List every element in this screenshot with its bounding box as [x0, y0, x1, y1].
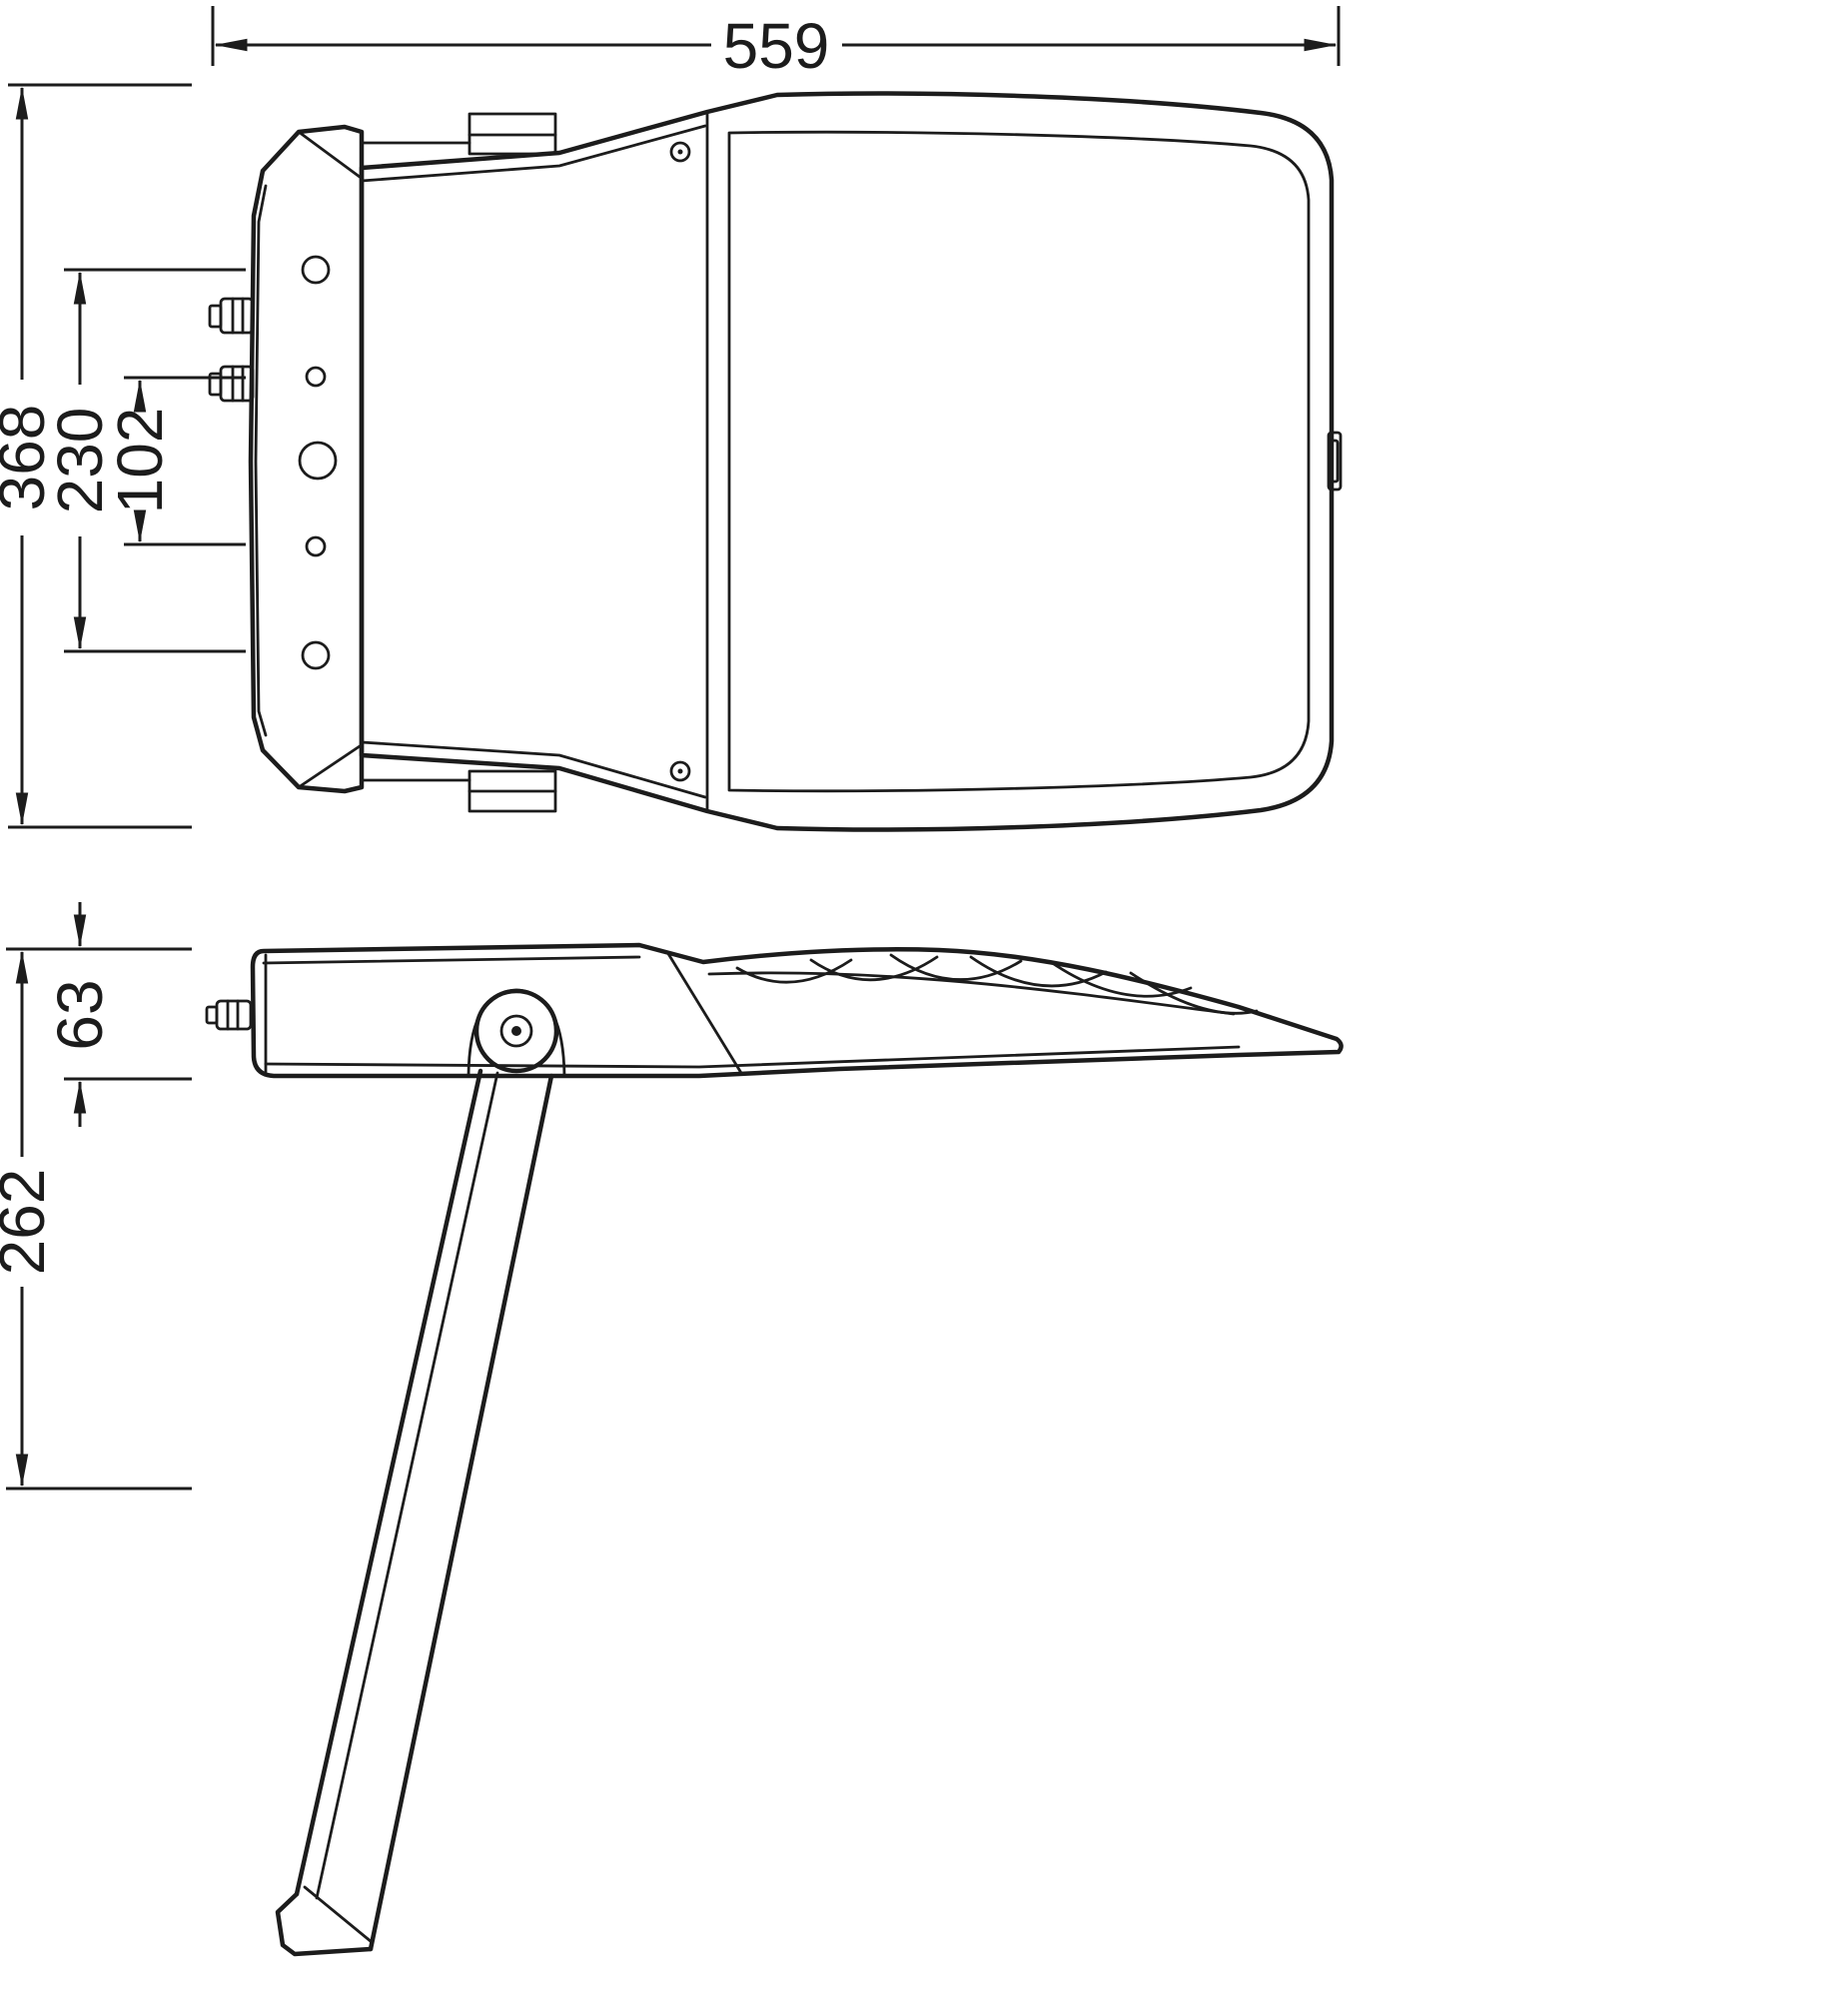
bottom-edge-inner-line	[360, 740, 707, 799]
mounting-tab-bottom	[467, 769, 557, 813]
dim-mounting-spacing-inner: 102	[104, 376, 246, 546]
dimension-label: 63	[44, 979, 116, 1050]
rib	[969, 955, 1108, 988]
side-body-outline	[250, 942, 1344, 1079]
gland-body	[219, 297, 255, 335]
dimension-label: 368	[0, 405, 58, 511]
foot-bend-line	[303, 1885, 374, 1944]
pivot-hinge	[466, 988, 566, 1078]
stand-foot	[275, 1891, 374, 1957]
mounting-bracket-plan	[248, 124, 365, 794]
dimension-label: 230	[44, 408, 116, 514]
dimension-label: 102	[104, 408, 176, 514]
rib	[735, 958, 853, 984]
mounting-tab-top	[467, 112, 557, 156]
body-outline	[359, 91, 1335, 832]
dim-overall-width: 559	[211, 6, 1341, 82]
mounting-holes	[298, 255, 338, 670]
dim-housing-depth: 63	[44, 902, 192, 1127]
mounting-hole	[301, 640, 331, 670]
mounting-hole	[298, 441, 338, 481]
mounting-hole	[305, 535, 327, 557]
side-top-inner-line	[262, 955, 641, 965]
cable-gland-side	[205, 999, 253, 1031]
pivot-inner-circle	[499, 1014, 533, 1048]
latch-inner	[1330, 439, 1340, 484]
dimension-label: 559	[723, 10, 830, 82]
mounting-hole	[301, 255, 331, 285]
pivot-center	[511, 1026, 521, 1036]
latch	[1327, 431, 1343, 492]
dim-mounting-spacing-outer: 230	[44, 268, 246, 653]
lens-under-line	[707, 971, 1236, 1016]
stand-arm	[275, 1068, 554, 1957]
gland-nipple	[208, 372, 223, 397]
lens-inner-outline	[727, 130, 1311, 793]
cable-gland-upper	[208, 297, 255, 335]
rib	[889, 953, 1023, 982]
side-bottom-inner-line	[264, 1045, 1241, 1069]
rib	[809, 955, 939, 982]
arm-upper-edge	[294, 1068, 483, 1897]
gland-nipple	[208, 304, 223, 329]
cable-gland-lower	[208, 365, 255, 403]
frame-seam-diagonal	[665, 950, 743, 1075]
screw-center	[677, 768, 683, 774]
dimensions: 559 368 230 102	[0, 6, 1341, 1491]
arm-lower-edge	[368, 1073, 554, 1952]
mounting-hole	[305, 366, 327, 388]
bracket-outline	[248, 124, 365, 794]
screw	[669, 141, 691, 163]
lens-ribs	[735, 953, 1259, 1015]
dim-overall-depth: 262	[0, 947, 192, 1491]
gland-facets	[226, 999, 240, 1031]
gland-facets	[231, 297, 245, 335]
rib	[1129, 971, 1259, 1015]
dim-overall-height: 368	[0, 83, 192, 829]
dimension-label: 262	[0, 1169, 58, 1276]
gland-body	[219, 365, 255, 403]
bracket-inner-edge	[254, 184, 268, 737]
arm-inner-line	[315, 1071, 499, 1900]
housing-plan	[359, 91, 1335, 832]
top-view	[208, 91, 1343, 832]
screws	[669, 141, 691, 782]
gland-body	[215, 999, 253, 1031]
rib	[1049, 960, 1193, 998]
pivot-outer-circle	[473, 988, 559, 1074]
screw-center	[677, 149, 683, 155]
side-view	[205, 942, 1344, 1957]
screw	[669, 760, 691, 782]
bracket-facet-bottom	[297, 744, 362, 789]
latch-outline	[1327, 431, 1343, 492]
bracket-facet-top	[297, 130, 362, 179]
top-edge-inner-line	[360, 124, 707, 183]
gland-nipple	[205, 1005, 219, 1025]
gland-facets	[231, 365, 245, 403]
